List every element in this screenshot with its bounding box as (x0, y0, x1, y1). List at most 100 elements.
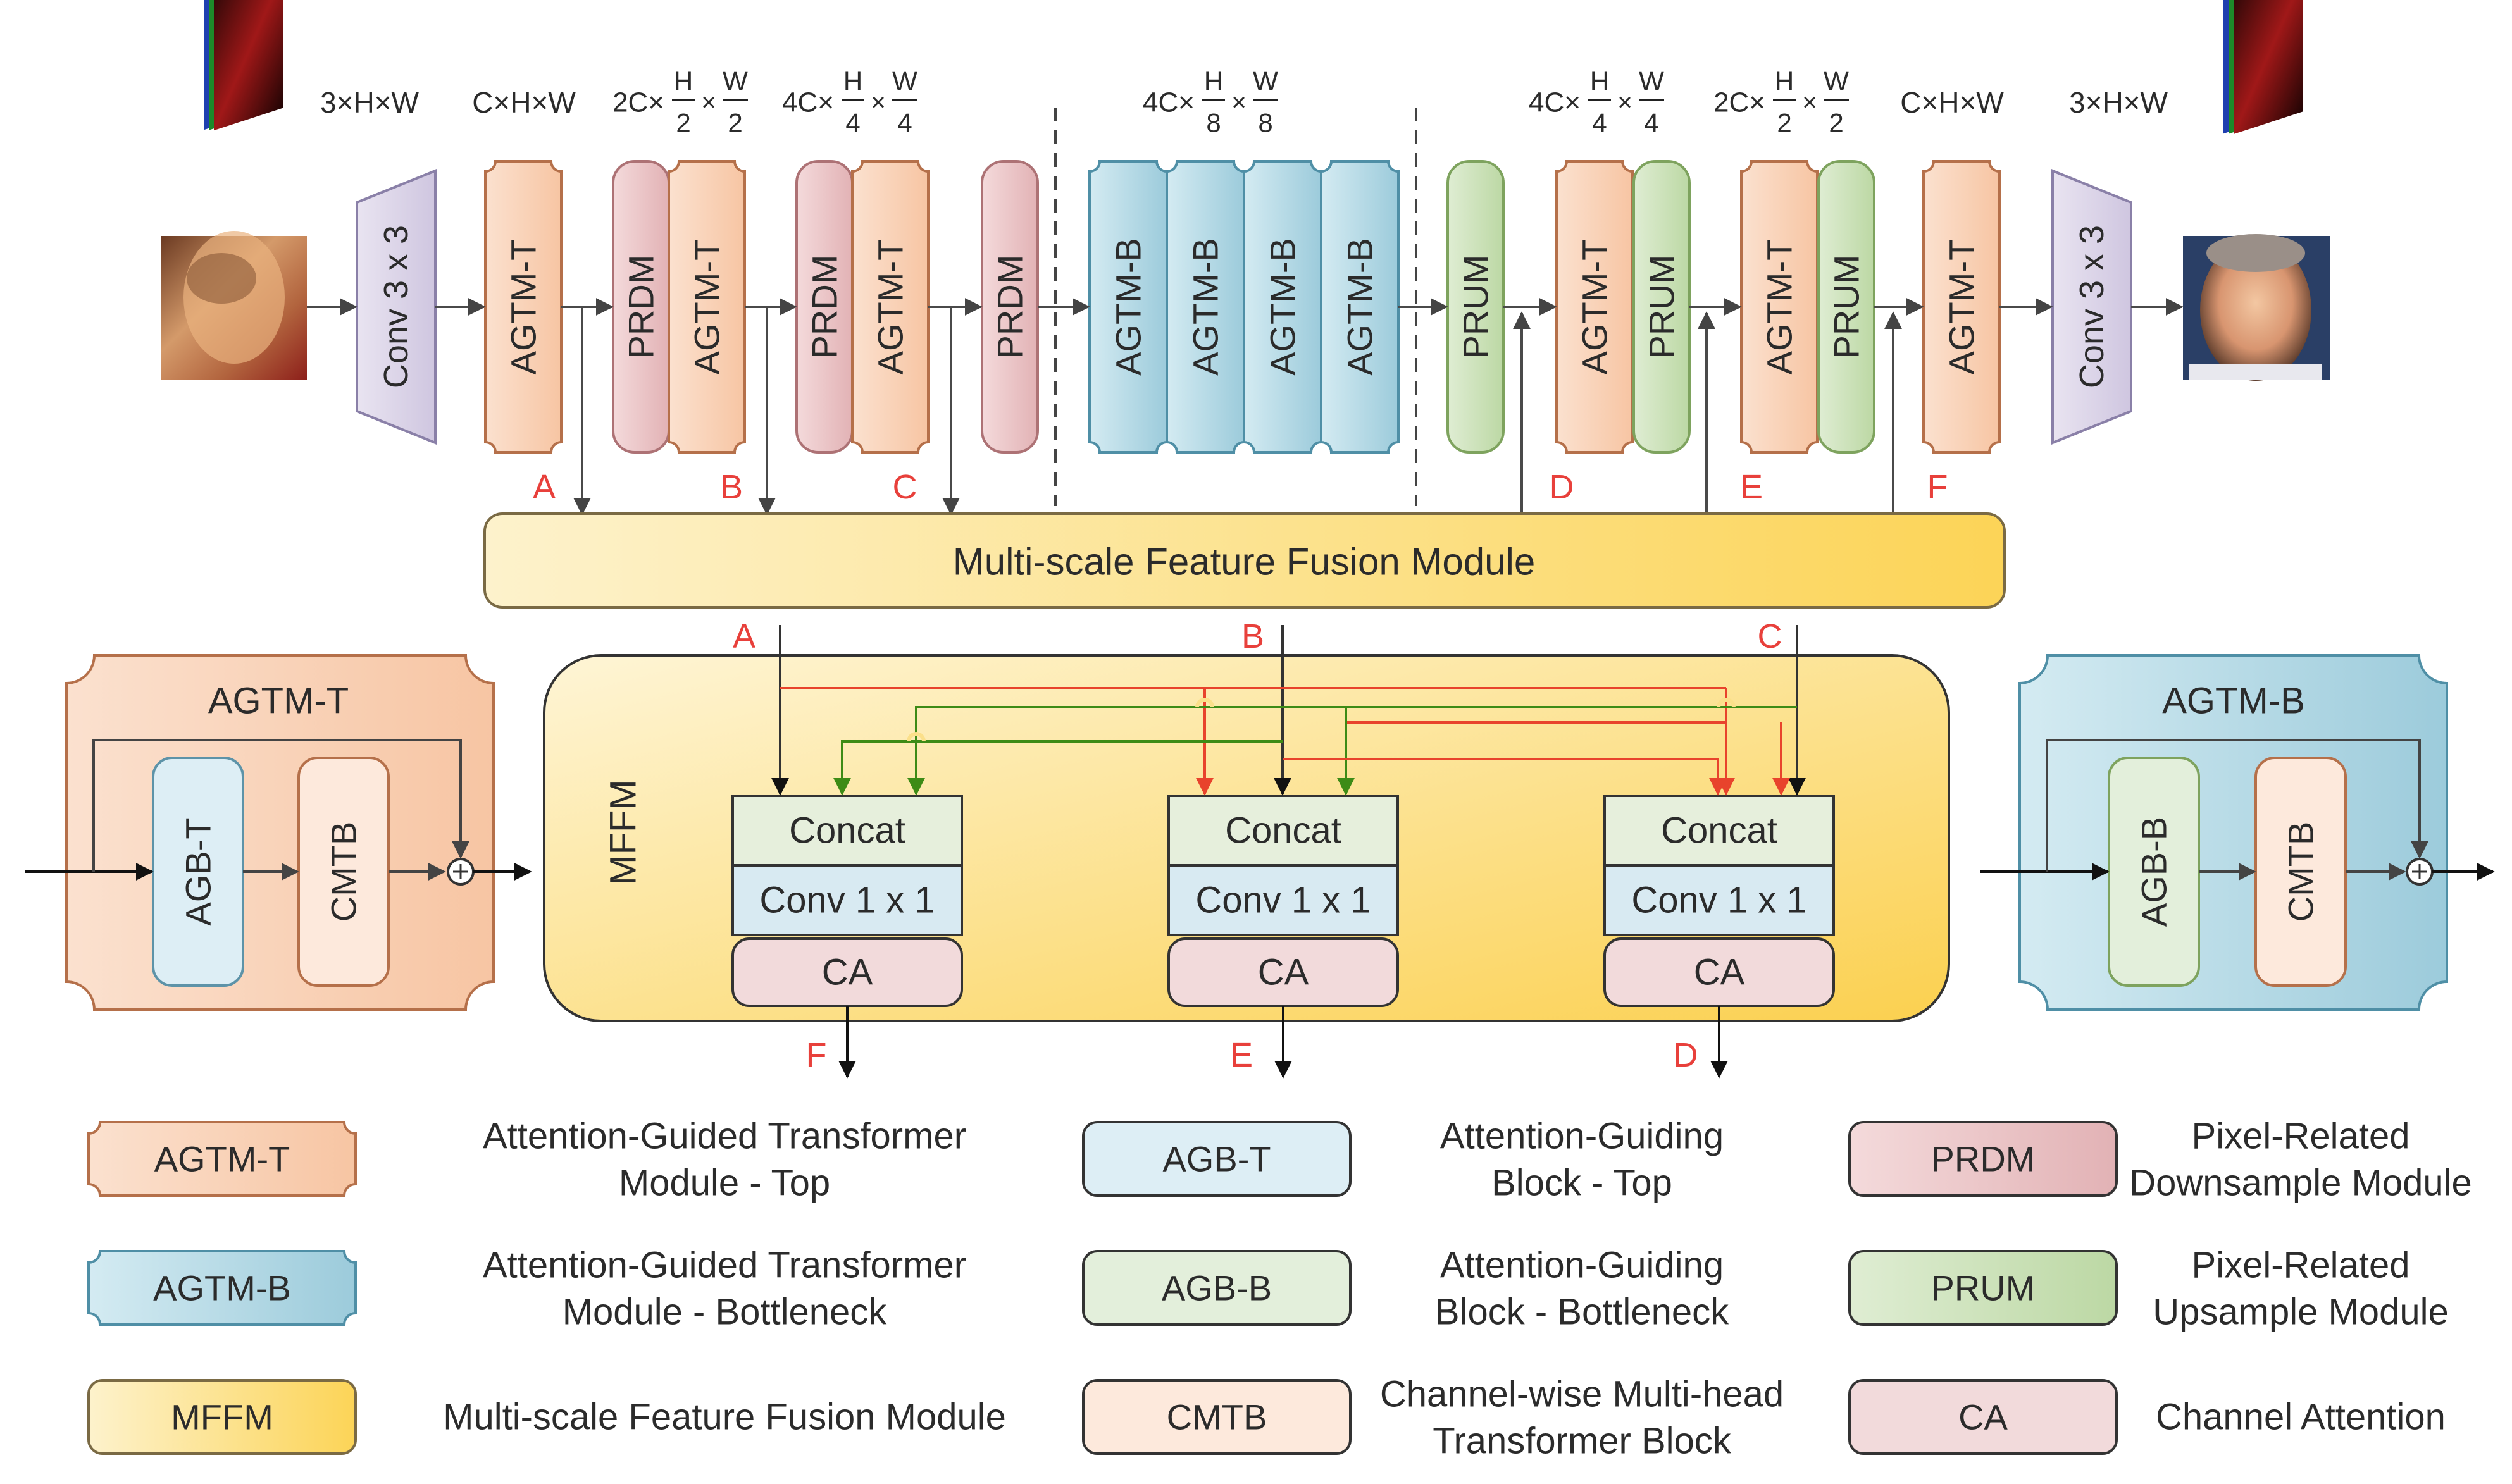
dim-d4-wd: 4 (1644, 108, 1658, 138)
mffm-concat-2 (1167, 795, 1399, 867)
output-hair (2206, 234, 2305, 272)
bottleneck-agtm-b-2-label: AGTM-B (1186, 238, 1226, 376)
legend-desc2-agb-t: Block - Top (1491, 1163, 1672, 1204)
feature-cube-out-red (2234, 0, 2303, 135)
dim-c2-prefix: 2C× (612, 87, 664, 118)
legend-swatch-agb-b (1082, 1250, 1352, 1326)
legend-desc2-prum: Upsample Module (2153, 1292, 2448, 1333)
output-face (2200, 239, 2311, 381)
tap-label-d: D (1550, 468, 1574, 506)
conv-in-label: Conv 3 x 3 (377, 225, 415, 388)
legend-desc1-agb-b: Attention-Guiding (1440, 1245, 1724, 1286)
encoder-agtm-t-3 (851, 160, 930, 454)
feature-cube-red (214, 0, 283, 131)
dim-d4-hd: 4 (1592, 108, 1607, 138)
agtm-t-residual (92, 739, 469, 872)
dim-d2-x: × (1802, 89, 1817, 116)
bottleneck-agtm-b-3-label: AGTM-B (1263, 238, 1303, 376)
legend-abbr-agtm-b: AGTM-B (153, 1268, 291, 1308)
dim-c1: C×H×W (472, 86, 576, 119)
legend-abbr-agb-t: AGB-T (1162, 1139, 1271, 1179)
dim-c4-w: W (892, 66, 917, 96)
mffm-conv-2-label: Conv 1 x 1 (1195, 880, 1371, 921)
dim-c2-x: × (701, 89, 716, 116)
mffm-hop-mask-2 (1717, 698, 1736, 708)
legend-desc2-cmtb: Transformer Block (1433, 1421, 1732, 1462)
legend-abbr-agtm-t: AGTM-T (154, 1139, 290, 1179)
legend-desc2-agtm-b: Module - Bottleneck (563, 1292, 888, 1333)
bottleneck-agtm-b-2 (1166, 160, 1245, 454)
mffm-hop-mask-1 (1195, 698, 1214, 708)
dim-c8-h: H (1204, 66, 1223, 96)
encoder-prdm-3-label: PRDM (990, 255, 1030, 359)
legend-swatch-prum (1848, 1250, 2118, 1326)
legend-abbr-ca: CA (1958, 1397, 2008, 1437)
tap-label-f: F (1927, 468, 1948, 506)
conv-in-block (356, 169, 437, 445)
dim-c8-prefix: 4C× (1143, 87, 1195, 118)
mffm-ca-1-label: CA (822, 952, 873, 993)
bottleneck-agtm-b-3 (1243, 160, 1322, 454)
mffm-green-b-to-1 (833, 740, 1283, 796)
legend-swatch-ca (1848, 1379, 2118, 1455)
mffm-detail-side-label: MFFM (603, 779, 644, 886)
encoder-agtm-t-1 (484, 160, 563, 454)
tap-label-a: A (533, 468, 556, 506)
dim-c4-x: × (871, 89, 885, 116)
dim-c8-x: × (1231, 89, 1246, 116)
agtm-b-add-plus (2412, 864, 2427, 879)
legend-abbr-prdm: PRDM (1931, 1139, 2036, 1179)
decoder-prum-3-label: PRUM (1827, 255, 1867, 359)
legend-swatch-agtm-b (87, 1250, 357, 1326)
dim-out: 3×H×W (2069, 86, 2168, 119)
legend-abbr-mffm: MFFM (171, 1397, 273, 1437)
dim-c4-wd: 4 (897, 108, 912, 138)
legend-abbr-cmtb: CMTB (1167, 1397, 1267, 1437)
dim-out-c: C×H×W (1900, 86, 2004, 119)
agtm-t-detail-agb-label: AGB-T (178, 817, 218, 925)
mffm-conv-3 (1603, 864, 1835, 936)
decoder-prum-1-label: PRUM (1456, 255, 1496, 359)
legend-desc1-prdm: Pixel-Related (2192, 1116, 2410, 1157)
encoder-agtm-t-2-label: AGTM-T (687, 239, 727, 375)
mffm-conv-1-label: Conv 1 x 1 (759, 880, 935, 921)
legend-swatch-prdm (1848, 1121, 2118, 1197)
dim-c2-hd: 2 (676, 108, 690, 138)
dim-d4-x: × (1617, 89, 1632, 116)
legend-swatch-agtm-t (87, 1121, 357, 1197)
legend-swatch-cmtb (1082, 1379, 1352, 1455)
bottleneck-agtm-b-1 (1088, 160, 1168, 454)
bottleneck-agtm-b-1-label: AGTM-B (1109, 238, 1148, 376)
dim-d2-wd: 2 (1829, 108, 1843, 138)
agtm-b-detail-agb-label: AGB-B (2134, 817, 2174, 927)
mffm-in-label-c: C (1758, 617, 1782, 655)
agtm-t-add-plus (453, 864, 468, 879)
mffm-out-label-f: F (806, 1036, 827, 1074)
conv-out-label: Conv 3 x 3 (2073, 225, 2111, 388)
legend-desc1-agb-t: Attention-Guiding (1440, 1116, 1724, 1157)
dim-c2-w: W (723, 66, 748, 96)
decoder-agtm-t-3 (1922, 160, 2001, 454)
legend-swatch-agb-t (1082, 1121, 1352, 1197)
mffm-concat-3 (1603, 795, 1835, 867)
legend-desc2-prdm: Downsample Module (2129, 1163, 2472, 1204)
mffm-bar (483, 512, 2006, 609)
dim-d2-prefix: 2C× (1713, 87, 1765, 118)
dim-d2-w: W (1824, 66, 1849, 96)
dim-c4-hd: 4 (845, 108, 860, 138)
legend-desc1-mffm: Multi-scale Feature Fusion Module (443, 1397, 1006, 1438)
dim-c4-h: H (843, 66, 862, 96)
dim-d4-prefix: 4C× (1529, 87, 1581, 118)
encoder-agtm-t-2 (668, 160, 746, 454)
mffm-green-c-to-1 (907, 706, 1797, 796)
dim-c8-w: W (1253, 66, 1278, 96)
encoder-prdm-1-label: PRDM (621, 255, 661, 359)
decoder-prum-2-label: PRUM (1642, 255, 1682, 359)
encoder-agtm-t-3-label: AGTM-T (871, 239, 911, 375)
legend-desc1-ca: Channel Attention (2156, 1397, 2446, 1438)
legend-desc1-cmtb: Channel-wise Multi-head (1380, 1374, 1784, 1415)
mffm-concat-2-label: Concat (1225, 810, 1341, 851)
mffm-concat-1-label: Concat (789, 810, 905, 851)
legend-desc1-agtm-b: Attention-Guided Transformer (483, 1245, 966, 1286)
